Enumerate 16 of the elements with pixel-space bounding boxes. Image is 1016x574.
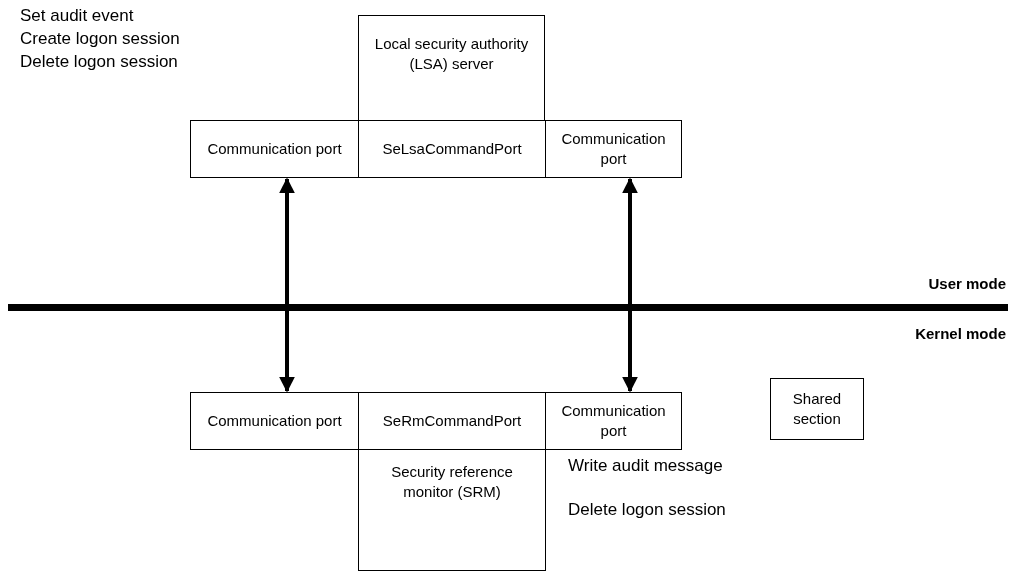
double-arrow [279,177,295,393]
monitor-box: Security reference monitor (SRM) [358,449,546,571]
port-box: Communication port [545,392,682,450]
note-text: Write audit message [568,456,723,476]
mode-label: User mode [928,275,1006,292]
double-arrow [622,177,638,393]
mode-label: Kernel mode [915,325,1006,342]
note-text: Set audit event [20,6,134,26]
port-box: Communication port [545,120,682,178]
server-box: Local security authority (LSA) server [358,15,545,121]
note-text: Delete logon session [568,500,726,520]
port-box: Communication port [190,392,359,450]
note-text: Delete logon session [20,52,178,72]
section-box: Shared section [770,378,864,440]
note-text: Create logon session [20,29,180,49]
port-box: Communication port [190,120,359,178]
